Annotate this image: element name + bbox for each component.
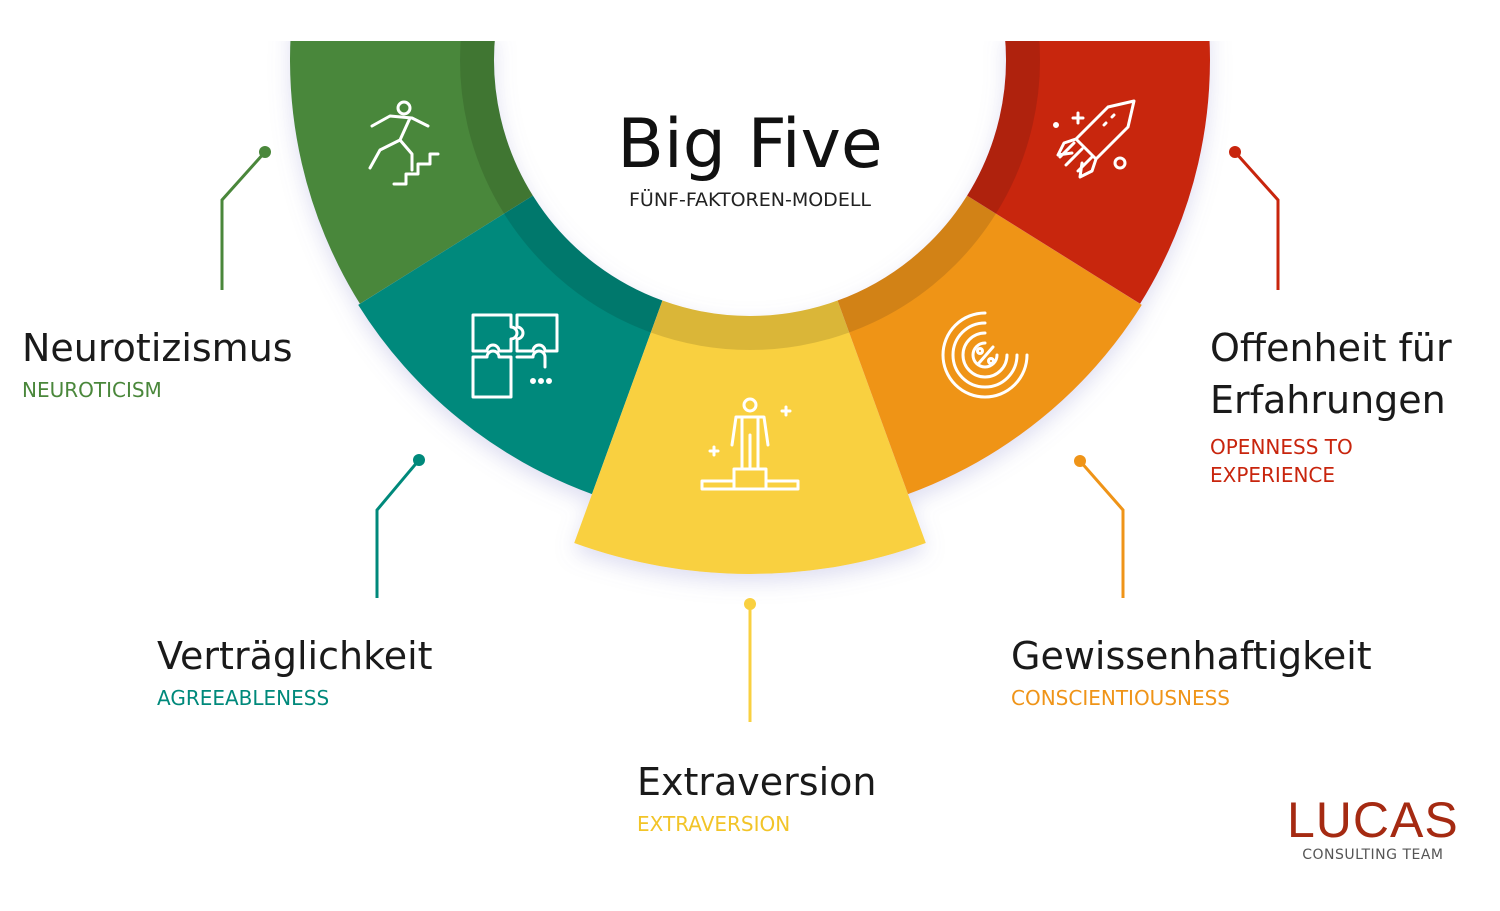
target-percent-icon <box>941 311 1029 399</box>
logo-name: LUCAS <box>1287 792 1459 848</box>
factor-name-de: Neurotizismus <box>22 326 293 370</box>
label-neurotizismus: Neurotizismus NEUROTICISM <box>22 322 293 404</box>
leader-dot-gewissenhaftigkeit <box>1074 455 1086 467</box>
factor-name-de: Gewissenhaftigkeit <box>1011 634 1372 678</box>
logo-tagline: CONSULTING TEAM <box>1302 847 1444 863</box>
title-subtitle: FÜNF-FAKTOREN-MODELL <box>629 188 871 211</box>
title-main: Big Five <box>617 105 883 184</box>
person-on-podium-icon <box>700 397 800 491</box>
factor-name-de-line1: Offenheit für <box>1210 326 1452 370</box>
factor-name-en-line1: OPENNESS TO <box>1210 434 1353 459</box>
segment-shade <box>837 195 996 333</box>
factor-name-en: EXTRAVERSION <box>637 812 791 837</box>
leader-line-offenheit <box>1233 150 1280 290</box>
label-vertraeglichkeit: Verträglichkeit AGREEABLENESS <box>157 630 433 712</box>
factor-name-de-line2: Erfahrungen <box>1210 378 1446 423</box>
segment-shade <box>650 300 850 350</box>
factor-name-en: CONSCIENTIOUSNESS <box>1011 686 1231 711</box>
leader-line-vertraeglichkeit <box>375 459 421 598</box>
leader-line-neurotizismus <box>220 150 267 290</box>
puzzle-icon <box>471 313 559 399</box>
label-offenheit: Offenheit für Erfahrungen OPENNESS TO EX… <box>1210 322 1452 489</box>
factor-name-en-line2: EXPERIENCE <box>1210 462 1336 487</box>
lucas-logo: LUCAS CONSULTING TEAM <box>1287 795 1459 863</box>
factor-name-de: Extraversion <box>637 760 877 804</box>
leader-dot-neurotizismus <box>259 146 271 158</box>
label-extraversion: Extraversion EXTRAVERSION <box>637 756 877 838</box>
label-gewissenhaftigkeit: Gewissenhaftigkeit CONSCIENTIOUSNESS <box>1011 630 1372 712</box>
rocket-icon <box>1053 99 1136 179</box>
leader-dot-offenheit <box>1229 146 1241 158</box>
factor-name-de: Verträglichkeit <box>157 634 433 678</box>
diagram-title: Big Five FÜNF-FAKTOREN-MODELL <box>560 105 940 211</box>
leader-dot-vertraeglichkeit <box>413 454 425 466</box>
factor-name-en: NEUROTICISM <box>22 378 162 403</box>
segment-shade <box>504 195 663 333</box>
leader-dot-extraversion <box>744 598 756 610</box>
leader-line-gewissenhaftigkeit <box>1078 460 1125 598</box>
factor-name-en: AGREEABLENESS <box>157 686 330 711</box>
segment-shade <box>967 41 1040 214</box>
person-climbing-stairs-icon <box>368 100 440 186</box>
segment-shade <box>460 41 533 214</box>
